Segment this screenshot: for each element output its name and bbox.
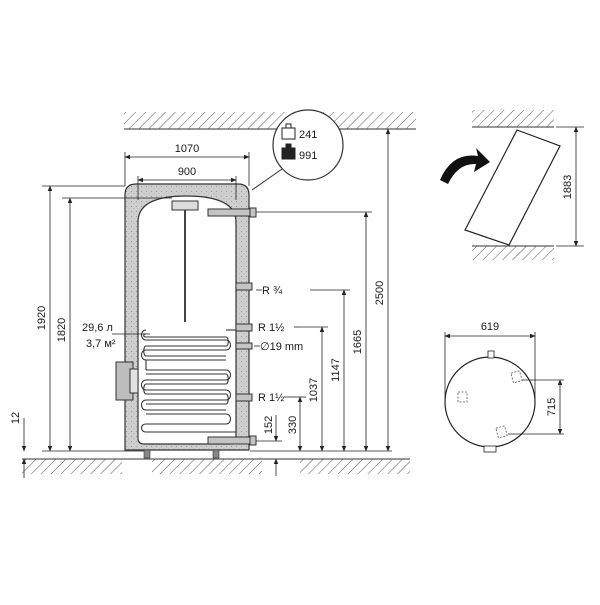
top-view-width-label: 619 bbox=[481, 321, 499, 333]
height-2500-label: 2500 bbox=[374, 281, 386, 305]
ceiling bbox=[124, 112, 416, 130]
width-inner-label: 900 bbox=[178, 166, 196, 178]
top-view-height-label: 715 bbox=[546, 398, 558, 416]
height-1920-label: 1920 bbox=[36, 306, 48, 330]
heating-coil bbox=[140, 329, 236, 433]
weight-callout: 241 991 bbox=[251, 109, 344, 191]
empty-weight-label: 241 bbox=[299, 129, 317, 141]
connection-r112-upper-label: R 1½ bbox=[258, 322, 284, 334]
connection-diameter-label: ∅19 mm bbox=[260, 341, 303, 353]
coil-area-label: 3,7 м² bbox=[86, 338, 116, 350]
rotate-arrow-icon bbox=[440, 148, 490, 184]
top-view bbox=[444, 332, 564, 453]
pipe-connections bbox=[207, 207, 257, 446]
tilt-height-label: 1883 bbox=[562, 175, 574, 199]
empty-weight-icon bbox=[281, 123, 296, 140]
height-1665-label: 1665 bbox=[352, 330, 364, 354]
height-1147-label: 1147 bbox=[330, 358, 342, 382]
tank bbox=[115, 183, 250, 459]
height-1037-label: 1037 bbox=[308, 378, 320, 402]
full-weight-label: 991 bbox=[299, 150, 317, 162]
height-12-label: 12 bbox=[10, 412, 22, 424]
connection-r34-label: R ¾ bbox=[262, 285, 283, 297]
coil-volume-label: 29,6 л bbox=[82, 322, 113, 334]
tilt-view bbox=[464, 110, 584, 260]
connection-r112-lower-label: R 1½ bbox=[258, 392, 284, 404]
width-outer-label: 1070 bbox=[175, 143, 199, 155]
height-330-label: 330 bbox=[287, 416, 299, 434]
height-152-label: 152 bbox=[263, 416, 275, 434]
floor bbox=[22, 458, 410, 474]
full-weight-icon bbox=[281, 143, 296, 160]
height-1820-label: 1820 bbox=[56, 318, 68, 342]
